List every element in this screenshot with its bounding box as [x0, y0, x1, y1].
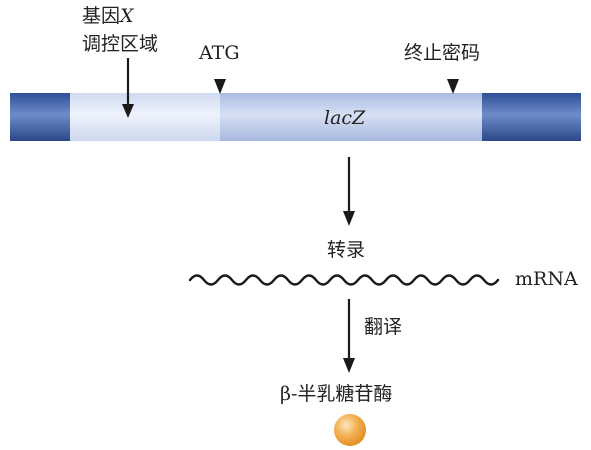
gene-x-name: X	[120, 5, 134, 27]
lacz-gene-label: lacZ	[324, 107, 366, 129]
stop-codon-marker	[447, 79, 459, 94]
left-flank-segment	[10, 93, 70, 141]
right-flank-segment	[482, 93, 581, 141]
regulatory-prefix: 基因	[82, 5, 121, 27]
stop-codon-label: 终止密码	[404, 42, 481, 64]
translation-label: 翻译	[364, 316, 403, 338]
transcription-arrowhead	[343, 211, 355, 226]
regulatory-region-segment	[70, 93, 220, 141]
translation-arrowhead	[343, 358, 355, 373]
lacz-coding-segment	[220, 93, 482, 141]
dna-bar	[10, 93, 581, 141]
mrna-wave	[188, 274, 500, 286]
atg-marker	[214, 79, 226, 94]
regulatory-region-arrowhead	[122, 104, 134, 118]
regulatory-region-label-line1: 基因X	[82, 4, 134, 28]
atg-label: ATG	[199, 42, 240, 64]
transcription-label: 转录	[327, 239, 366, 261]
beta-galactosidase-label: β-半乳糖苷酶	[280, 383, 393, 405]
regulatory-region-label-line2: 调控区域	[82, 33, 159, 55]
beta-galactosidase-sphere	[334, 414, 366, 446]
mrna-label: mRNA	[515, 268, 578, 290]
